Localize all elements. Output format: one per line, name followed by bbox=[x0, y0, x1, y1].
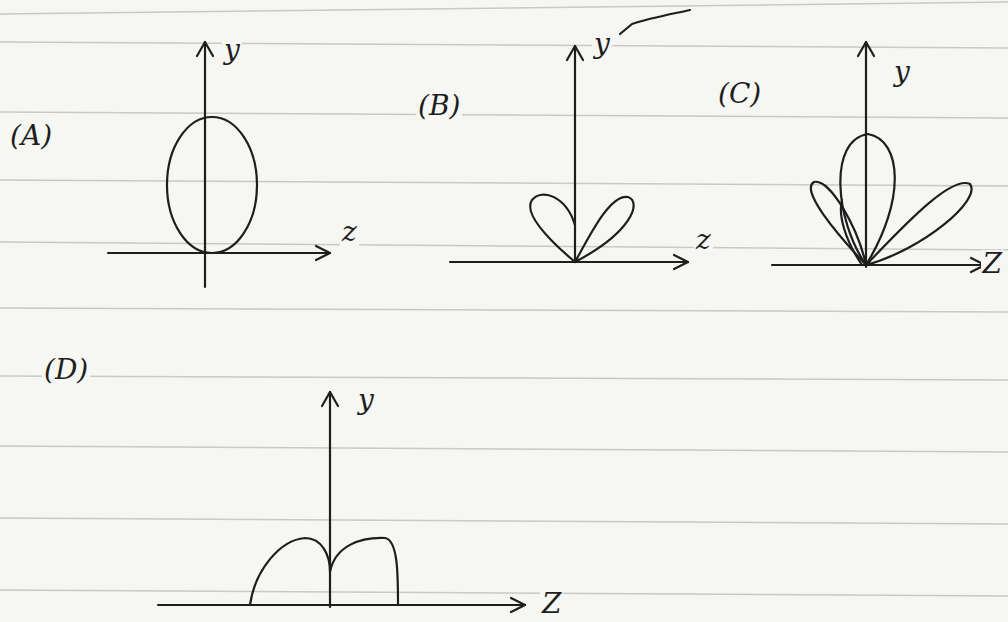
panel-label: (D) bbox=[42, 356, 90, 384]
axis-label: y bbox=[892, 58, 912, 86]
axis-label: z bbox=[694, 226, 713, 254]
axis-label: y bbox=[592, 30, 612, 58]
panel-label: (A) bbox=[8, 122, 54, 150]
axis-label: y bbox=[356, 386, 376, 414]
panel-label: (C) bbox=[716, 80, 763, 108]
panel-label: (B) bbox=[416, 92, 462, 120]
ruled-lines bbox=[0, 2, 1008, 596]
axis-label: z bbox=[340, 218, 359, 246]
axis-label: Z bbox=[540, 590, 563, 618]
axis-label: y bbox=[222, 36, 242, 64]
plots bbox=[108, 10, 985, 612]
axis-label: Z bbox=[981, 250, 1004, 278]
